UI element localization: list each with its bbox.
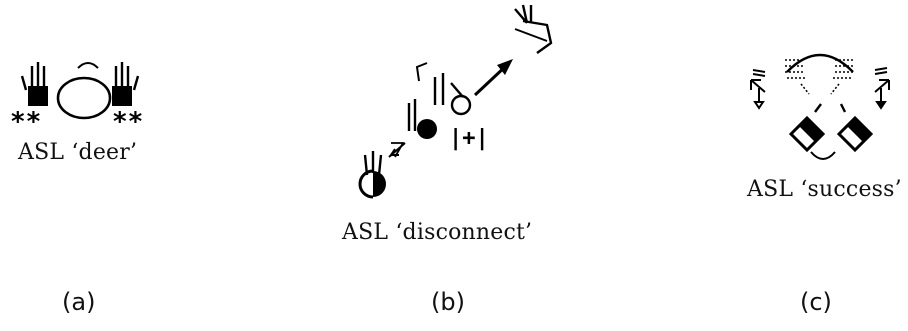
movement-arrow <box>473 59 513 97</box>
repetition-mark: |+| <box>449 126 489 151</box>
caption-deer: ASL ‘deer’ <box>18 140 138 165</box>
right-hand-shape <box>112 62 140 106</box>
caption-success: ASL ‘success’ <box>747 177 902 202</box>
left-hand-shape <box>788 103 826 153</box>
right-movement-arrow <box>874 67 890 110</box>
panel-label-b: (b) <box>431 288 465 316</box>
filled-hand-shape <box>407 99 437 139</box>
movement-arc <box>77 62 99 69</box>
target-hand-shape <box>514 4 553 54</box>
dotted-contact-lines <box>785 59 855 95</box>
head-arc <box>786 53 854 73</box>
sign-success-notation <box>750 53 890 160</box>
left-hand-shape <box>20 62 48 106</box>
right-hand-shape <box>836 103 874 153</box>
sign-disconnect-notation: |+| <box>358 4 553 199</box>
panel-label-a: (a) <box>62 288 96 316</box>
middle-hand-shape <box>415 62 472 116</box>
head-circle <box>56 76 112 120</box>
bottom-arc <box>810 151 836 160</box>
contact-mark-left: ** <box>10 107 41 137</box>
open-arrow <box>388 142 406 158</box>
caption-disconnect: ASL ‘disconnect’ <box>342 220 533 245</box>
contact-mark-right: ** <box>112 107 143 137</box>
sign-deer-notation: ** ** <box>10 62 143 137</box>
start-hand-shape <box>358 151 386 199</box>
panel-label-c: (c) <box>800 288 832 316</box>
left-movement-arrow <box>750 69 766 110</box>
